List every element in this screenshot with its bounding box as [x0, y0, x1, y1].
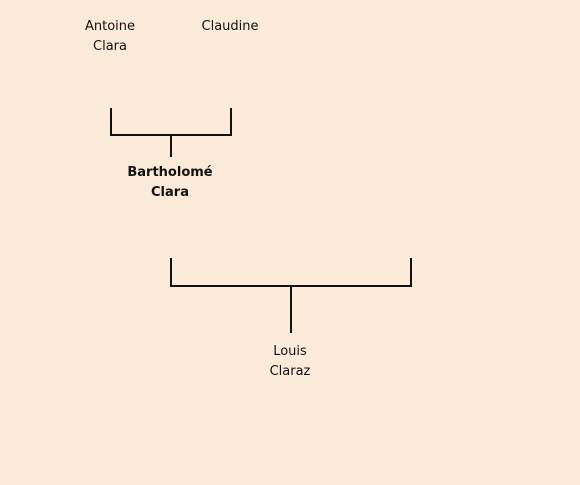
person-claudine[interactable]: Claudine [190, 17, 270, 37]
children-bracket [170, 258, 412, 287]
person-bartholome-clara[interactable]: Bartholomé Clara [115, 163, 225, 203]
person-antoine-clara[interactable]: Antoine Clara [70, 17, 150, 57]
person-louis-claraz[interactable]: Louis Claraz [240, 342, 340, 382]
person-first-name: Claudine [201, 19, 259, 34]
person-first-name: Bartholomé [127, 165, 213, 180]
parents-bracket [110, 108, 232, 136]
person-first-name: Louis [273, 344, 307, 359]
person-last-name: Clara [93, 39, 127, 54]
person-first-name: Antoine [84, 19, 136, 34]
person-last-name: Clara [151, 185, 189, 200]
person-last-name: Claraz [269, 364, 311, 379]
